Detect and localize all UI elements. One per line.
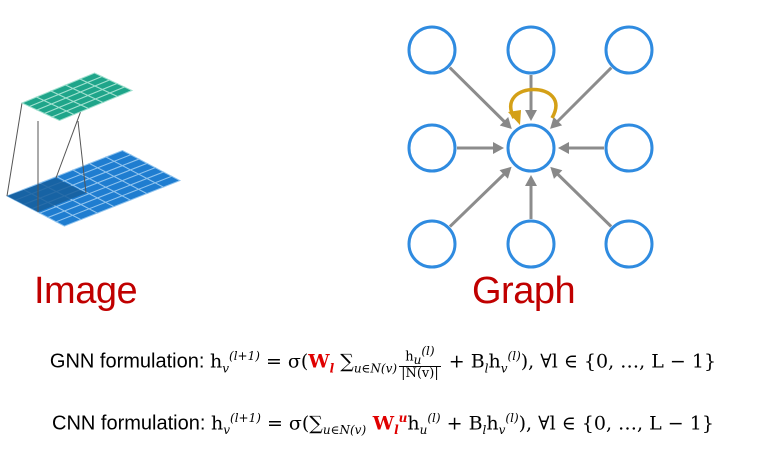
cnn-h1-sub: u [419, 423, 428, 438]
edge-from-top-left [448, 66, 508, 125]
node-bottom-right [604, 219, 654, 269]
node-top [506, 25, 556, 75]
cnn-h2-sub: v [498, 423, 506, 438]
arrowhead-from-right [558, 142, 569, 154]
arrowhead-from-bottom [525, 175, 537, 186]
gnn-h2-sub: v [500, 361, 508, 376]
graph-illustration [407, 25, 654, 269]
node-top-right [604, 25, 654, 75]
gnn-frac-den: |N(v)| [401, 365, 439, 381]
cnn-lhs-sub: v [223, 423, 231, 438]
graph-edges [448, 66, 613, 228]
arrowhead-from-top [525, 110, 537, 121]
edge-from-top-right [554, 66, 613, 125]
gnn-formula: GNN formulation: hv(l+1) = σ(Wl ∑u∈N(v)h… [0, 345, 766, 380]
gnn-formula-prefix: GNN formulation: [49, 350, 210, 373]
edge-from-bottom-left [448, 171, 507, 228]
arrowhead-from-top-left [499, 117, 512, 130]
node-center [506, 123, 556, 173]
gnn-weight: W [308, 350, 330, 373]
gnn-lhs: h [209, 350, 223, 373]
cnn-weight-sup: u [398, 411, 408, 425]
input-cell [154, 175, 182, 188]
output-feature-grid [20, 72, 134, 122]
image-label: Image [34, 270, 138, 312]
cnn-lhs-sup: (l+1) [230, 411, 261, 425]
gnn-tail: ), ∀l ∈ {0, …, L − 1} [520, 350, 717, 373]
cnn-sum-sub: u∈N(v) [322, 423, 367, 438]
gnn-bias-sub: l [484, 361, 489, 376]
gnn-weight-sub: l [329, 361, 335, 376]
arrowhead-from-left [493, 142, 504, 154]
arrowhead-from-bottom-right [550, 166, 563, 179]
node-top-left [407, 25, 457, 75]
gnn-h2-sup: (l) [507, 349, 521, 364]
cnn-formula: CNN formulation: hv(l+1) = σ(∑u∈N(v) Wlu… [0, 412, 766, 436]
node-bottom [506, 219, 556, 269]
self-loop-edge [509, 87, 558, 119]
self-loop-arrowhead [508, 110, 521, 125]
output-cell [108, 86, 134, 98]
cnn-formula-prefix: CNN formulation: [52, 412, 211, 435]
gnn-frac-num-sup: (l) [421, 344, 435, 358]
image-grid-illustration [5, 72, 182, 227]
cnn-weight: W [366, 412, 395, 435]
cnn-weight-sub: l [394, 423, 399, 438]
gnn-sum-sub: u∈N(v) [353, 361, 398, 376]
node-right [604, 123, 654, 173]
gnn-frac-num-sub: u [413, 352, 422, 367]
gnn-fraction: hu(l) |N(v)| [399, 345, 441, 380]
cnn-eq: = σ( [260, 412, 310, 435]
cnn-h2-sup: (l) [505, 411, 519, 425]
cnn-h1: h [407, 412, 420, 435]
cnn-h1-sup: (l) [427, 411, 441, 425]
gnn-lhs-sup: (l+1) [229, 349, 260, 364]
arrowhead-from-top-right [550, 116, 563, 129]
cnn-sum: ∑ [309, 412, 323, 435]
cnn-h2: h [486, 412, 499, 435]
gnn-sum: ∑ [334, 350, 354, 373]
cnn-tail: ), ∀l ∈ {0, …, L − 1} [518, 412, 714, 435]
receptive-field-patch [7, 178, 86, 212]
node-left [407, 123, 457, 173]
cnn-lhs: h [210, 412, 224, 435]
gnn-frac-num: h [405, 349, 414, 365]
cnn-bias-sub: l [482, 423, 487, 438]
graph-nodes [407, 25, 654, 269]
gnn-lhs-sub: v [222, 361, 230, 376]
node-bottom-left [407, 219, 457, 269]
edge-from-bottom-right [554, 171, 613, 228]
gnn-h2: h [488, 350, 501, 373]
gnn-eq: = σ( [259, 350, 309, 373]
input-pixel-grid [5, 149, 182, 227]
cnn-bias: + B [440, 412, 483, 435]
arrowhead-from-bottom-left [499, 166, 512, 179]
graph-label: Graph [472, 270, 576, 312]
gnn-bias: + B [442, 350, 485, 373]
